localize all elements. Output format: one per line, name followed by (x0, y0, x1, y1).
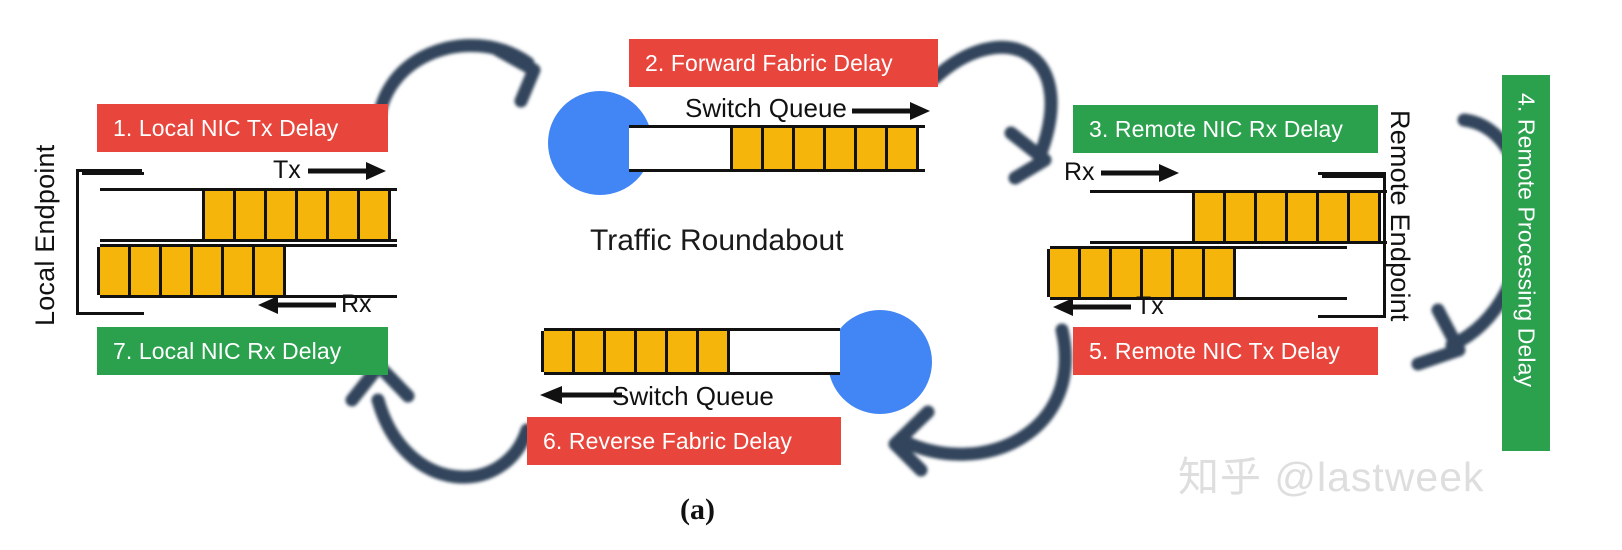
reverse-fabric-queue (541, 328, 840, 375)
remote-rx-arrow-icon (1101, 164, 1179, 182)
delay-box-2-label: 2. Forward Fabric Delay (645, 49, 893, 76)
forward-fabric-queue-empty (629, 128, 733, 169)
local-tx-cell (295, 191, 329, 239)
remote-tx-cell (1140, 249, 1174, 297)
remote-rx-cell (1254, 193, 1288, 241)
remote-endpoint-bracket (1318, 172, 1386, 318)
reverse-fabric-cell (572, 331, 606, 372)
delay-box-5[interactable]: 5. Remote NIC Tx Delay (1073, 327, 1378, 375)
delay-box-1[interactable]: 1. Local NIC Tx Delay (97, 104, 388, 152)
local-tx-arrow-icon (308, 162, 386, 180)
remote-rx-cell (1347, 193, 1381, 241)
remote-rx-cell (1285, 193, 1319, 241)
reverse-fabric-cell (634, 331, 668, 372)
remote-bracket-bottom-tick (1322, 315, 1384, 318)
reverse-switch-queue-label: Switch Queue (612, 381, 774, 411)
reverse-switch-arrow-icon (540, 386, 622, 404)
forward-fabric-queue (629, 125, 925, 172)
local-rx-cell (190, 247, 224, 295)
local-tx-queue (100, 188, 397, 242)
local-rx-queue (97, 244, 397, 298)
forward-fabric-cell (885, 128, 919, 169)
local-rx-cell (97, 247, 131, 295)
remote-tx-cell (1109, 249, 1143, 297)
delay-box-7-label: 7. Local NIC Rx Delay (113, 337, 342, 364)
remote-endpoint-label: Remote Endpoint (1385, 110, 1415, 322)
local-tx-cell (233, 191, 267, 239)
local-rx-arrow-icon (258, 296, 336, 314)
forward-fabric-cell (730, 128, 764, 169)
delay-box-3-label: 3. Remote NIC Rx Delay (1089, 115, 1343, 142)
local-tx-cell (357, 191, 391, 239)
forward-switch-queue-label: Switch Queue (685, 93, 847, 123)
local-rx-cell (159, 247, 193, 295)
forward-fabric-cell (792, 128, 826, 169)
watermark: 知乎 @lastweek (1178, 454, 1485, 500)
delay-box-6[interactable]: 6. Reverse Fabric Delay (527, 417, 841, 465)
remote-tx-queue (1047, 246, 1347, 300)
remote-tx-direction-label: Tx (1136, 292, 1164, 320)
remote-bracket-top-tick (1322, 175, 1384, 178)
reverse-fabric-cell (541, 331, 575, 372)
remote-tx-cell (1047, 249, 1081, 297)
local-tx-direction-label: Tx (273, 156, 301, 184)
remote-tx-cell (1171, 249, 1205, 297)
figure-caption: (a) (680, 493, 715, 526)
forward-fabric-cell (761, 128, 795, 169)
delay-box-2[interactable]: 2. Forward Fabric Delay (629, 39, 938, 87)
remote-rx-cell (1192, 193, 1226, 241)
local-tx-queue-empty (100, 191, 205, 239)
local-rx-queue-empty (286, 247, 391, 295)
remote-rx-direction-label: Rx (1064, 158, 1095, 186)
delay-box-4-label: 4. Remote Processing Delay (1513, 93, 1540, 388)
local-rx-cell (128, 247, 162, 295)
delay-box-7[interactable]: 7. Local NIC Rx Delay (97, 327, 388, 375)
local-rx-cell (252, 247, 286, 295)
remote-tx-queue-empty (1236, 249, 1341, 297)
local-endpoint-label: Local Endpoint (30, 144, 60, 326)
reverse-fabric-cell (696, 331, 730, 372)
arrow-forward-switch-to-remote (928, 40, 1058, 185)
local-tx-cell (264, 191, 298, 239)
remote-tx-cell (1078, 249, 1112, 297)
delay-box-6-label: 6. Reverse Fabric Delay (543, 427, 792, 454)
remote-tx-cell (1202, 249, 1236, 297)
local-tx-cell (326, 191, 360, 239)
remote-rx-queue-empty (1090, 193, 1195, 241)
arrow-reverse-switch-to-local (345, 359, 534, 484)
forward-fabric-cell (854, 128, 888, 169)
local-tx-cell (202, 191, 236, 239)
forward-switch-arrow-icon (852, 102, 930, 120)
remote-tx-arrow-icon (1053, 298, 1131, 316)
delay-box-4[interactable]: 4. Remote Processing Delay (1502, 75, 1550, 451)
delay-box-5-label: 5. Remote NIC Tx Delay (1089, 337, 1341, 364)
remote-rx-queue (1090, 190, 1387, 244)
remote-rx-cell (1223, 193, 1257, 241)
local-bracket-top-tick (82, 172, 144, 175)
forward-fabric-cell (823, 128, 857, 169)
arrow-local-to-forward-switch (371, 38, 541, 147)
local-rx-direction-label: Rx (341, 290, 372, 318)
local-rx-cell (221, 247, 255, 295)
reverse-switch-node[interactable] (828, 310, 932, 414)
local-bracket-bottom-tick (82, 312, 144, 315)
delay-box-1-label: 1. Local NIC Tx Delay (113, 114, 339, 141)
reverse-fabric-cell (603, 331, 637, 372)
center-title: Traffic Roundabout (590, 224, 844, 257)
delay-box-3[interactable]: 3. Remote NIC Rx Delay (1073, 105, 1378, 153)
reverse-fabric-queue-empty (730, 331, 834, 372)
reverse-fabric-cell (665, 331, 699, 372)
